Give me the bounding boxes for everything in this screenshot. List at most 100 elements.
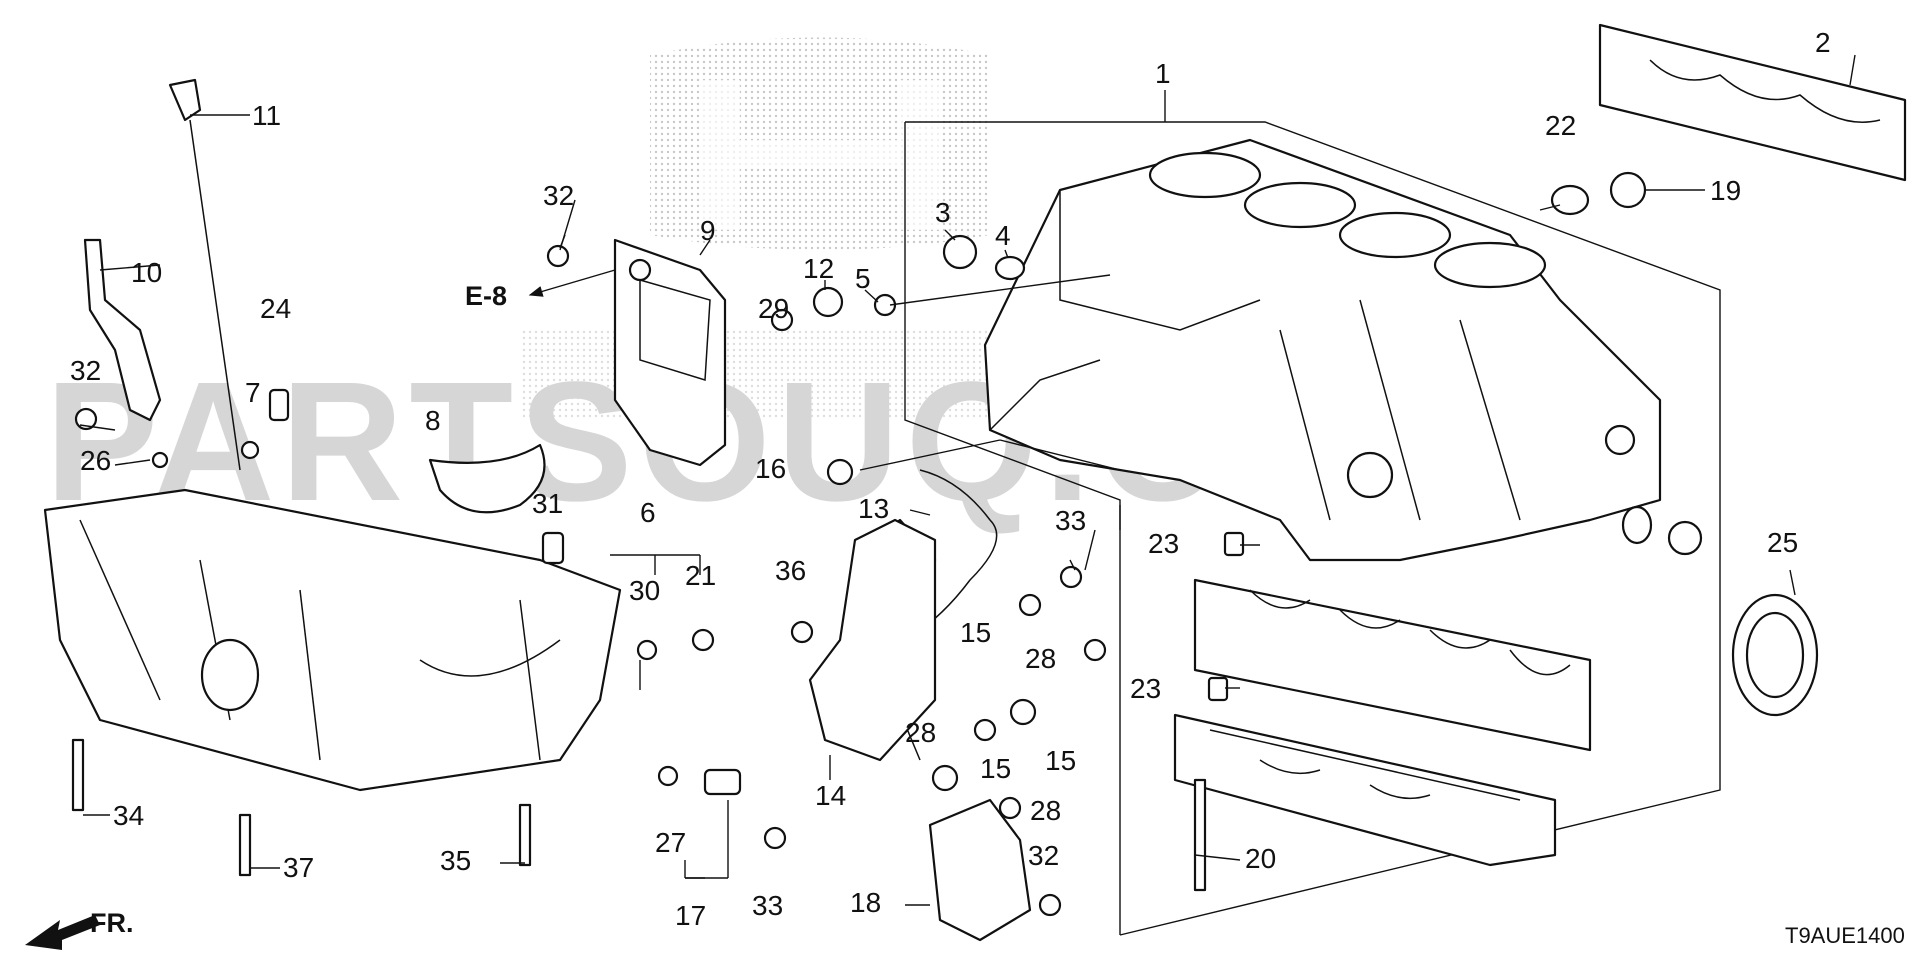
lower-crankcase[interactable] bbox=[1173, 713, 1557, 867]
reference-label[interactable]: E-8 bbox=[465, 281, 507, 311]
callout-16[interactable]: 16 bbox=[755, 453, 786, 484]
oil-dipstick[interactable] bbox=[168, 78, 241, 471]
callout-25[interactable]: 25 bbox=[1767, 527, 1798, 558]
callout-4[interactable]: 4 bbox=[995, 220, 1011, 251]
bolt-32b-head[interactable] bbox=[74, 407, 98, 431]
callout-2[interactable]: 2 bbox=[1815, 27, 1831, 58]
callout-3[interactable]: 3 bbox=[935, 197, 951, 228]
callout-34[interactable]: 34 bbox=[113, 800, 144, 831]
harness-cover[interactable] bbox=[928, 798, 1032, 942]
callout-22[interactable]: 22 bbox=[1545, 110, 1576, 141]
callout-10[interactable]: 10 bbox=[131, 257, 162, 288]
callout-26[interactable]: 26 bbox=[80, 445, 111, 476]
callout-9[interactable]: 9 bbox=[700, 215, 716, 246]
harness-bracket[interactable] bbox=[808, 518, 937, 762]
dowel-23b[interactable] bbox=[1207, 676, 1229, 702]
callout-15a[interactable]: 15 bbox=[960, 617, 991, 648]
callout-13[interactable]: 13 bbox=[858, 493, 889, 524]
bolt-36[interactable] bbox=[790, 620, 814, 644]
callout-30[interactable]: 30 bbox=[629, 575, 660, 606]
callout-5[interactable]: 5 bbox=[855, 263, 871, 294]
clip-15b[interactable] bbox=[1009, 698, 1037, 726]
callout-32a[interactable]: 32 bbox=[543, 180, 574, 211]
dowel-31[interactable] bbox=[541, 531, 565, 565]
callout-33a[interactable]: 33 bbox=[752, 890, 783, 921]
callout-31[interactable]: 31 bbox=[532, 488, 563, 519]
callout-35[interactable]: 35 bbox=[440, 845, 471, 876]
callout-15b[interactable]: 15 bbox=[1045, 745, 1076, 776]
washer-30[interactable] bbox=[636, 639, 658, 661]
o-ring-27[interactable] bbox=[657, 765, 679, 787]
callout-17[interactable]: 17 bbox=[675, 900, 706, 931]
leader-lines bbox=[79, 54, 1856, 906]
callout-8[interactable]: 8 bbox=[425, 405, 441, 436]
plug-3b[interactable] bbox=[1667, 520, 1703, 556]
reference-arrow-e8[interactable]: E-8 bbox=[465, 269, 616, 311]
bolt-21[interactable] bbox=[691, 628, 715, 652]
clip-15a[interactable] bbox=[1018, 593, 1042, 617]
water-jacket-spacer[interactable] bbox=[1598, 23, 1907, 182]
bolt-28b[interactable] bbox=[973, 718, 997, 742]
plug-3a[interactable] bbox=[942, 234, 978, 270]
bearing-caps[interactable] bbox=[1193, 578, 1592, 752]
bolt-32c[interactable] bbox=[1038, 893, 1062, 917]
washer-22[interactable] bbox=[1550, 184, 1590, 216]
cylinder-block[interactable] bbox=[983, 138, 1662, 562]
callout-7[interactable]: 7 bbox=[245, 377, 261, 408]
washer-26[interactable] bbox=[151, 451, 169, 469]
callout-29[interactable]: 29 bbox=[758, 293, 789, 324]
sensor-17[interactable] bbox=[703, 768, 742, 796]
callout-23b[interactable]: 23 bbox=[1130, 673, 1161, 704]
o-ring-24[interactable] bbox=[240, 440, 260, 460]
fasteners bbox=[71, 171, 1703, 917]
callout-labels: 1 2 3 4 5 6 7 8 9 10 11 12 13 14 15 15 1… bbox=[70, 27, 1831, 931]
diagram-code: T9AUE1400 bbox=[1785, 923, 1905, 948]
bolt-33b[interactable] bbox=[1059, 565, 1083, 589]
callout-12[interactable]: 12 bbox=[803, 253, 834, 284]
bolt-34[interactable] bbox=[71, 738, 85, 812]
callout-14[interactable]: 14 bbox=[815, 780, 846, 811]
callout-15c[interactable]: 15 bbox=[980, 753, 1011, 784]
callout-23a[interactable]: 23 bbox=[1148, 528, 1179, 559]
callout-37[interactable]: 37 bbox=[283, 852, 314, 883]
sensor-16[interactable] bbox=[826, 458, 854, 486]
callout-19[interactable]: 19 bbox=[1710, 175, 1741, 206]
plug-19[interactable] bbox=[1609, 171, 1647, 209]
dowel-23a[interactable] bbox=[1223, 531, 1245, 557]
dowel-7[interactable] bbox=[268, 388, 290, 422]
oil-pan[interactable] bbox=[43, 488, 622, 792]
bolt-20[interactable] bbox=[1193, 778, 1207, 892]
bolt-37[interactable] bbox=[238, 813, 252, 877]
callout-28b[interactable]: 28 bbox=[905, 717, 936, 748]
callout-28a[interactable]: 28 bbox=[1025, 643, 1056, 674]
washer-4b[interactable] bbox=[1621, 505, 1653, 545]
bolt-33[interactable] bbox=[763, 826, 787, 850]
callout-20[interactable]: 20 bbox=[1245, 843, 1276, 874]
callout-33b[interactable]: 33 bbox=[1055, 505, 1086, 536]
bolt-32-head[interactable] bbox=[546, 244, 570, 268]
callout-32c[interactable]: 32 bbox=[1028, 840, 1059, 871]
sensor-12[interactable] bbox=[812, 286, 844, 318]
callout-6[interactable]: 6 bbox=[640, 497, 656, 528]
callout-32b[interactable]: 32 bbox=[70, 355, 101, 386]
callout-21[interactable]: 21 bbox=[685, 560, 716, 591]
callout-24[interactable]: 24 bbox=[260, 293, 291, 324]
front-label: FR. bbox=[90, 908, 134, 938]
callout-27[interactable]: 27 bbox=[655, 827, 686, 858]
callout-11[interactable]: 11 bbox=[252, 100, 281, 131]
bolt-29[interactable] bbox=[770, 308, 794, 332]
oil-seal-25[interactable] bbox=[1731, 593, 1819, 717]
callout-18[interactable]: 18 bbox=[850, 887, 881, 918]
bolt-28c[interactable] bbox=[998, 796, 1022, 820]
washer-4a[interactable] bbox=[994, 255, 1026, 281]
callout-28c[interactable]: 28 bbox=[1030, 795, 1061, 826]
callout-1[interactable]: 1 bbox=[1155, 58, 1171, 89]
clip-15c[interactable] bbox=[931, 764, 959, 792]
bolt-35[interactable] bbox=[518, 803, 532, 867]
bolt-28a[interactable] bbox=[1083, 638, 1107, 662]
callout-36[interactable]: 36 bbox=[775, 555, 806, 586]
baffle-plate[interactable] bbox=[613, 238, 727, 467]
front-direction-indicator: FR. bbox=[25, 908, 134, 950]
oil-seal-ring[interactable] bbox=[428, 443, 546, 514]
